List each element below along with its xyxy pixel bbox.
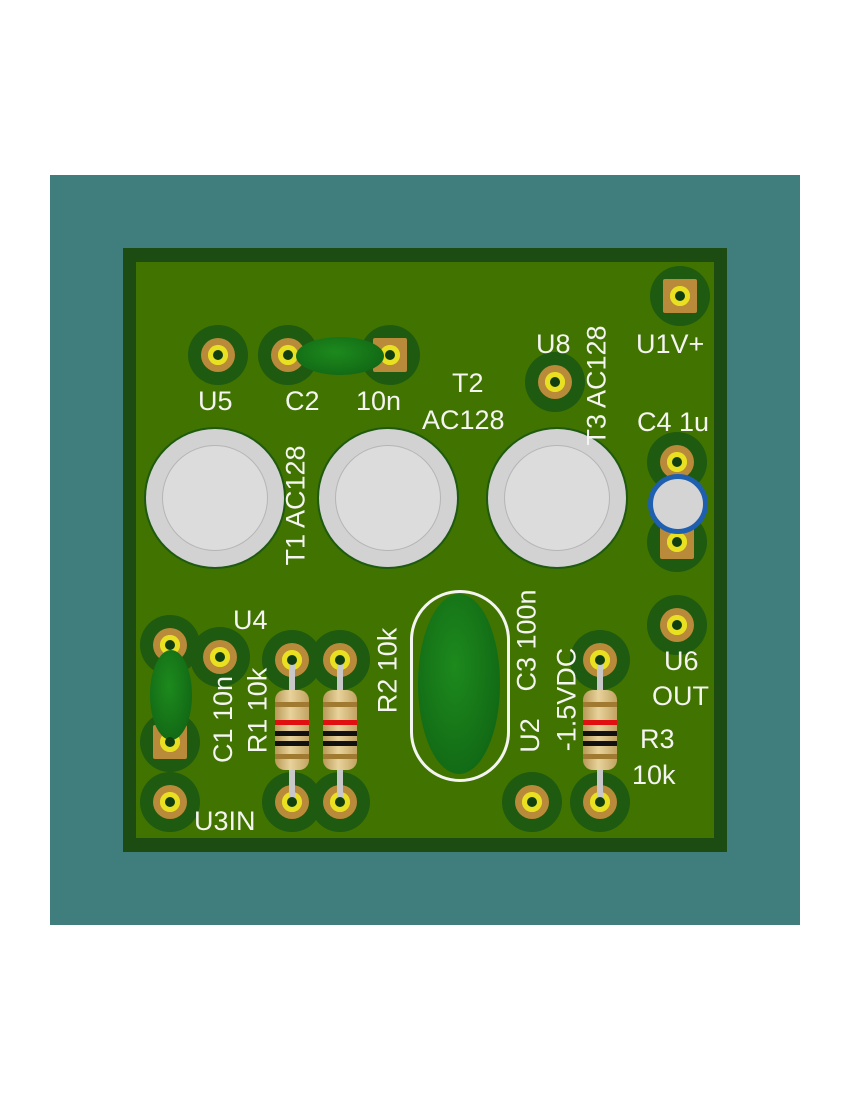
pad-u8[interactable]	[525, 352, 585, 412]
resistor-r1[interactable]	[275, 690, 309, 770]
label-c2: C2	[285, 386, 320, 416]
pad-c2-1[interactable]	[258, 325, 318, 385]
capacitor-c4[interactable]	[648, 474, 708, 534]
label-c1: C1 10n	[208, 675, 239, 764]
resistor-r2[interactable]	[323, 690, 357, 770]
label-r3: R3	[640, 724, 675, 754]
pad-u2[interactable]	[502, 772, 562, 832]
label-t1: T1 AC128	[280, 445, 311, 566]
label-u1: U1V+	[636, 329, 705, 359]
capacitor-c3[interactable]	[418, 594, 500, 774]
pad-u3[interactable]	[140, 772, 200, 832]
transistor-t2[interactable]	[319, 429, 457, 567]
pad-u4[interactable]	[190, 627, 250, 687]
capacitor-c2[interactable]	[296, 337, 384, 375]
label-t2: T2	[452, 368, 484, 398]
resistor-r3[interactable]	[583, 690, 617, 770]
label-u6: U6	[664, 646, 699, 676]
capacitor-c3-outline	[410, 590, 510, 782]
pad-u5[interactable]	[188, 325, 248, 385]
label-u2: U2	[514, 718, 545, 753]
label-u2-value: -1.5VDC	[551, 647, 582, 752]
label-t2-value: AC128	[422, 405, 505, 435]
label-u5: U5	[198, 386, 233, 416]
label-r3-value: 10k	[632, 760, 676, 790]
label-u3: U3IN	[194, 806, 256, 836]
label-c2-value: 10n	[356, 386, 402, 416]
label-c4: C4 1u	[637, 407, 710, 437]
label-u6-name: OUT	[652, 681, 709, 711]
pad-r3-2[interactable]	[570, 772, 630, 832]
label-r2: R2 10k	[372, 627, 403, 714]
pad-u1[interactable]	[650, 266, 710, 326]
capacitor-c1[interactable]	[150, 650, 192, 740]
pad-c1-1[interactable]	[140, 615, 200, 675]
transistor-t1[interactable]	[146, 429, 284, 567]
pad-r3-1[interactable]	[570, 630, 630, 690]
pad-u6[interactable]	[647, 595, 707, 655]
label-u4: U4	[233, 605, 268, 635]
label-u8: U8	[536, 329, 571, 359]
transistor-t3[interactable]	[488, 429, 626, 567]
label-c3: C3 100n	[511, 589, 542, 692]
label-r1: R1 10k	[242, 667, 273, 754]
label-t3: T3 AC128	[581, 325, 612, 446]
